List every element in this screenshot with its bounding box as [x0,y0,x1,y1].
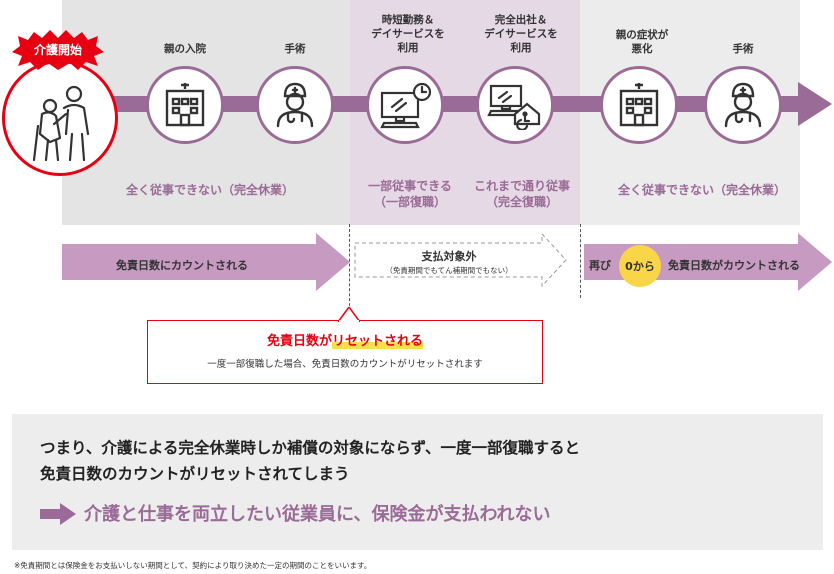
summary-line-1: つまり、介護による完全休業時しか補償の対象にならず、一度一部復職すると [40,439,581,457]
start-badge-label: 介護開始 [33,43,82,57]
count-arrow-right-suffix: 免責日数がカウントされる [668,259,800,272]
footnote: ※免責期間とは保険金をお支払いしない期間として、契約により取り決めた一定の期間の… [14,561,372,570]
conclusion-arrow-icon [40,503,76,525]
status-full-return: これまで通り従事 （完全復職） [473,179,570,209]
reset-callout-title: 免責日数がリセットされる [147,330,543,349]
summary-conclusion: 介護と仕事を両立したい従業員に、保険金が支払われない [84,504,551,525]
stage-label-surgery-2: 手術 [732,43,754,55]
zero-badge-label: 0から [625,260,655,273]
count-arrow-left-label: 免責日数にカウントされる [116,259,248,272]
doctor-icon [724,82,762,128]
count-arrow-right-prefix: 再び [589,259,611,272]
stage-label-worsened: 親の症状が 悪化 [615,29,669,55]
status-full-leave-2: 全く従事できない（完全休業） [617,183,786,197]
stage-circle-hospitalization [146,66,224,144]
timeline-arrowhead [798,82,832,126]
divider-reset [349,224,350,316]
stage-circle-full-return [476,66,554,144]
hospital-icon [165,83,205,127]
count-arrow-left [62,233,350,291]
not-covered-note: （免責期間でもてん補期間でもない） [385,266,513,275]
not-covered-title: 支払対象外 [421,250,477,263]
stage-label-short-hours: 時短勤務＆ デイサービスを 利用 [371,14,445,54]
hospital-icon [619,83,659,127]
reset-callout-pointer [338,307,360,322]
divider-restart [580,224,581,298]
computer-daycare-icon [487,84,541,130]
stage-circle-surgery-2 [704,66,782,144]
stage-circle-short-hours [366,66,444,144]
stage-circle-worsened [600,66,678,144]
status-full-leave-1: 全く従事できない（完全休業） [125,183,294,197]
computer-clock-icon [380,82,432,129]
reset-title-highlight: リセットされる [332,334,424,349]
stage-label-hospitalization: 親の入院 [164,43,206,55]
summary-line-2: 免責日数のカウントがリセットされてしまう [40,465,350,483]
elderly-care-icon [32,85,90,162]
status-partial-return: 一部従事できる （一部復職） [368,179,452,209]
start-badge-burst [12,30,104,70]
doctor-icon [276,82,314,128]
stage-label-full-return: 完全出社＆ デイサービスを 利用 [484,14,558,54]
reset-callout [147,320,543,384]
stage-label-surgery: 手術 [284,43,306,55]
reset-title-prefix: 免責日数が [266,334,332,349]
stage-circle-surgery [256,66,334,144]
summary-box [12,414,823,550]
reset-callout-text: 一度一部復職した場合、免責日数のカウントがリセットされます [207,359,483,370]
zero-badge: 0から [619,245,661,287]
